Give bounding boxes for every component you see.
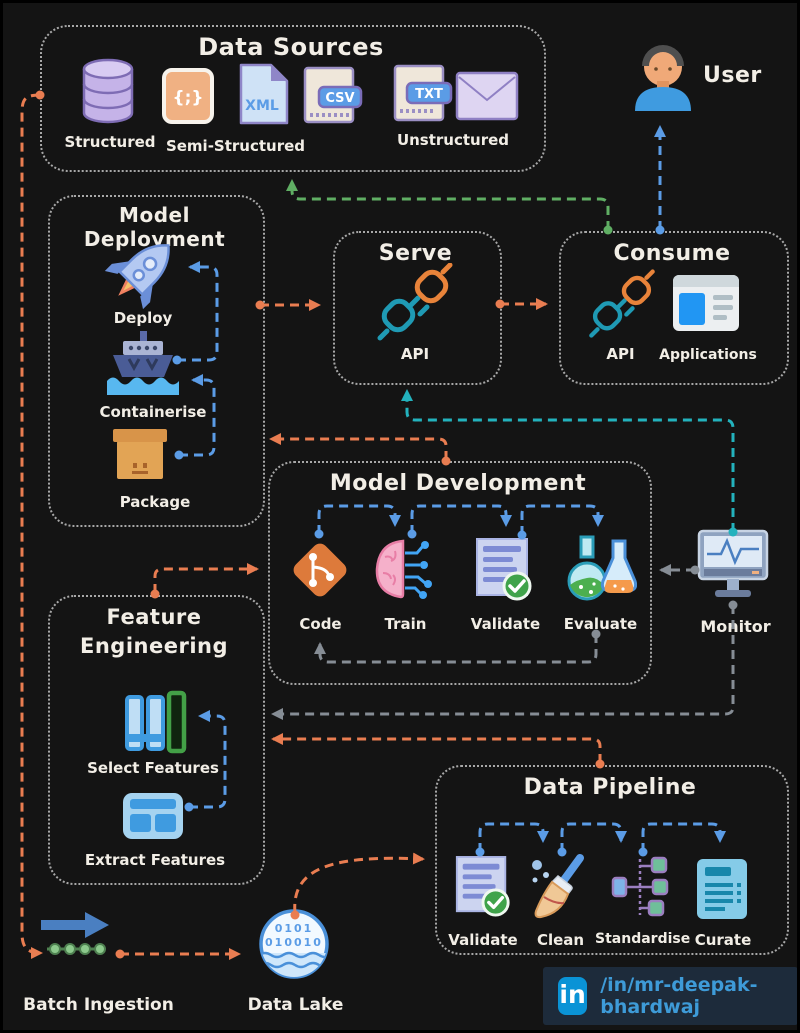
brain-train-icon	[369, 535, 441, 603]
txt-file-icon: TXT	[389, 63, 453, 125]
consume-api-label: API	[606, 345, 635, 363]
document-curate-icon	[695, 857, 749, 921]
columns-select-icon	[123, 689, 187, 757]
envelope-icon	[455, 71, 519, 121]
data-pipeline-title: Data Pipeline	[523, 775, 697, 800]
xml-file-icon: XML	[235, 61, 293, 127]
linkedin-icon: in	[558, 977, 588, 1015]
flasks-evaluate-icon	[561, 535, 637, 603]
applications-label: Applications	[659, 347, 757, 363]
broom-clean-icon	[527, 853, 595, 921]
batch-arrow-icon	[39, 909, 113, 957]
api-plug-icon	[375, 263, 455, 341]
linkedin-badge[interactable]: in /in/mr-deepak-bhardwaj	[543, 967, 797, 1025]
json-file-icon: {;}	[161, 67, 215, 125]
consume-title: Consume	[613, 241, 731, 266]
containerise-label: Containerise	[99, 403, 207, 421]
train-label: Train	[384, 615, 427, 633]
svg-text:0101: 0101	[275, 922, 314, 935]
validate-label: Validate	[470, 615, 541, 633]
model-deployment-box	[48, 195, 265, 527]
rocket-icon	[103, 231, 183, 311]
curate-label: Curate	[694, 931, 752, 949]
database-icon	[77, 57, 139, 125]
extract-features-label: Extract Features	[84, 851, 226, 869]
applications-window-icon	[671, 273, 741, 333]
pipeline-validate-label: Validate	[448, 931, 518, 949]
data-lake-label: Data Lake	[247, 995, 344, 1015]
deploy-label: Deploy	[113, 309, 173, 327]
hierarchy-standardise-icon	[607, 855, 673, 919]
batch-ingestion-label: Batch Ingestion	[23, 995, 174, 1015]
package-label: Package	[119, 493, 191, 511]
checklist-validate-icon	[453, 855, 513, 919]
model-deployment-title: Model Deployment	[83, 203, 226, 251]
package-icon	[109, 423, 171, 483]
git-code-icon	[287, 537, 353, 603]
select-features-label: Select Features	[87, 759, 219, 777]
data-lake-icon: 0101 010010	[257, 905, 331, 981]
svg-text:010010: 010010	[265, 936, 323, 949]
svg-text:TXT: TXT	[415, 87, 443, 102]
csv-file-icon: CSV	[299, 65, 363, 127]
serve-title: Serve	[378, 241, 453, 266]
user-avatar-icon	[629, 33, 697, 111]
data-sources-title: Data Sources	[198, 33, 384, 61]
semi-structured-label: Semi-Structured	[165, 137, 306, 155]
monitor-label: Monitor	[700, 617, 771, 636]
code-label: Code	[299, 615, 342, 633]
user-label: User	[703, 63, 762, 88]
checklist-validate-icon	[473, 537, 535, 603]
serve-api-label: API	[400, 345, 430, 363]
unstructured-label: Unstructured	[396, 131, 510, 149]
clean-label: Clean	[536, 931, 585, 949]
consume-box	[559, 231, 789, 385]
svg-text:{;}: {;}	[172, 88, 203, 108]
api-plug-icon	[587, 269, 657, 339]
feature-engineering-title: Feature Engineering	[80, 605, 228, 659]
svg-text:CSV: CSV	[325, 91, 354, 106]
monitor-icon	[695, 527, 771, 601]
evaluate-label: Evaluate	[563, 615, 638, 633]
data-pipeline-box	[435, 765, 789, 955]
linkedin-handle: /in/mr-deepak-bhardwaj	[600, 974, 758, 1018]
svg-text:XML: XML	[245, 98, 279, 114]
table-extract-icon	[121, 791, 185, 841]
model-development-title: Model Development	[329, 471, 587, 496]
ship-icon	[105, 329, 181, 395]
structured-label: Structured	[64, 133, 156, 151]
standardise-label: Standardise	[595, 931, 691, 947]
